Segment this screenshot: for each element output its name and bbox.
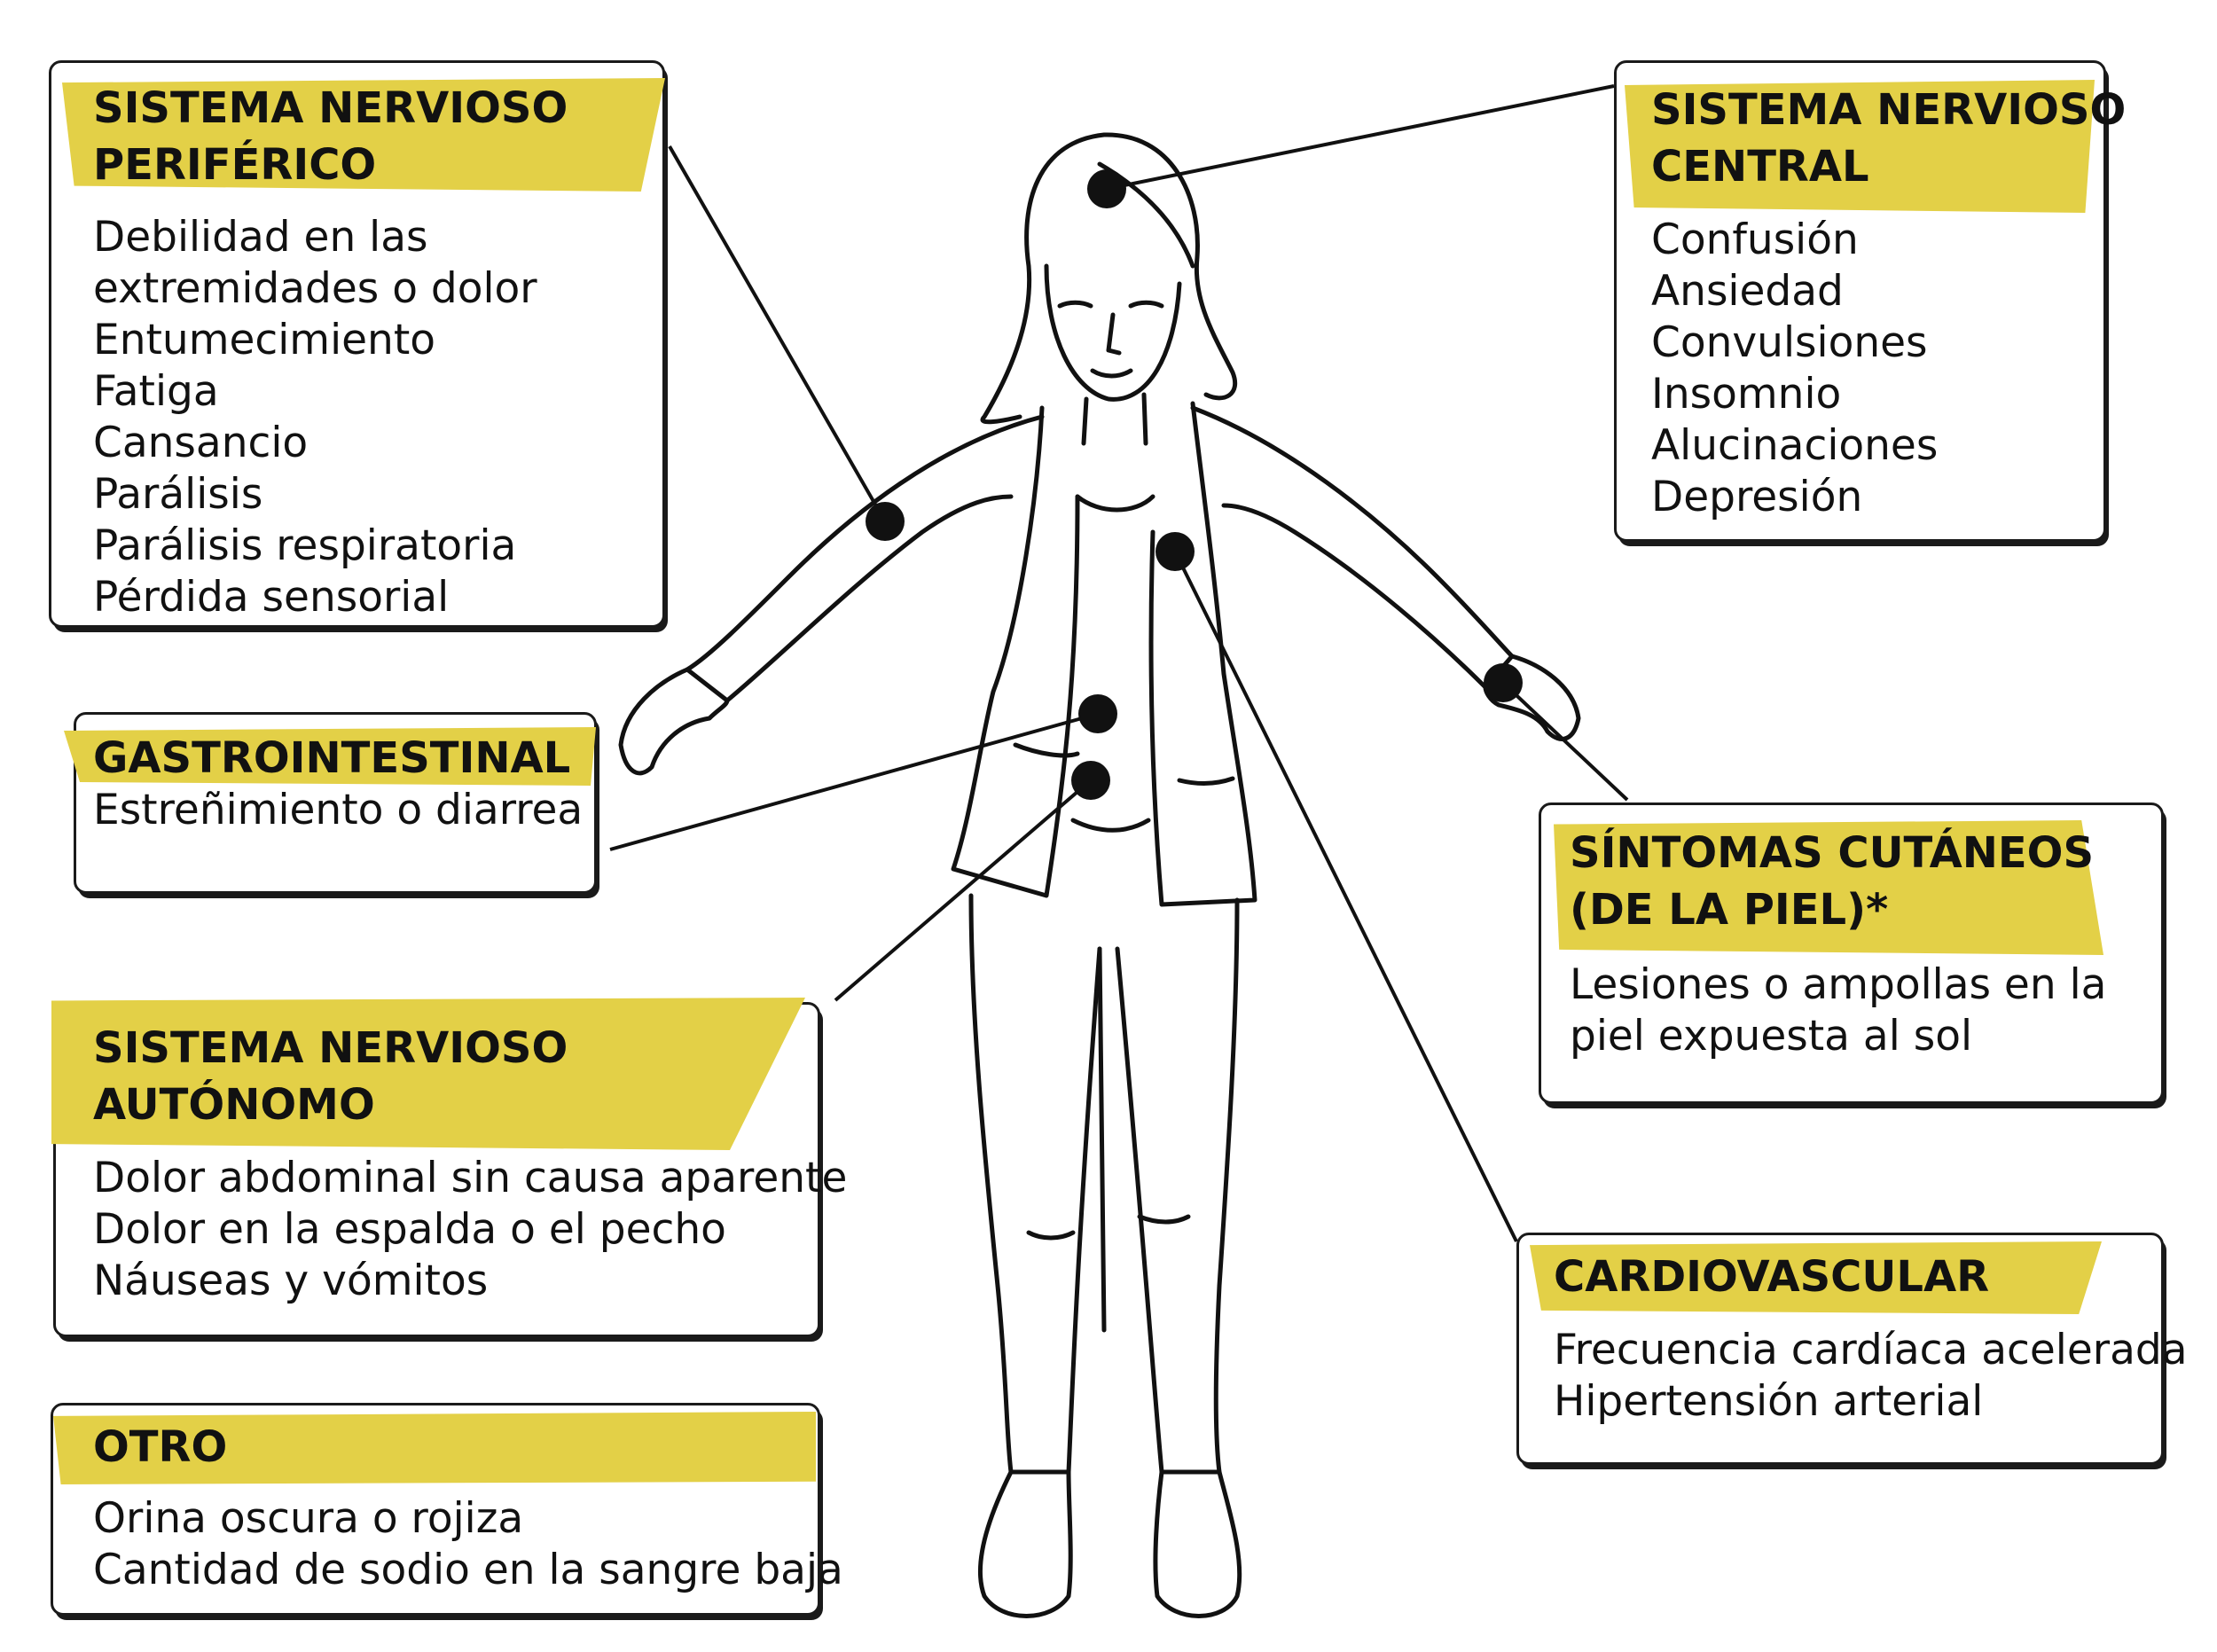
connector-central	[1106, 84, 1615, 191]
left-leg	[968, 893, 1102, 1475]
face-outline	[1044, 263, 1182, 402]
list-item: Parálisis	[93, 470, 263, 519]
left-arm	[685, 414, 1045, 703]
jacket-right	[1148, 401, 1257, 907]
dot-stomach	[1078, 694, 1117, 733]
list-item: Insomnio	[1651, 370, 1842, 419]
list-item: Náuseas y vómitos	[93, 1257, 489, 1305]
title-autonomic: SISTEMA NERVIOSO AUTÓNOMO	[93, 1023, 568, 1130]
list-item: piel expuesta al sol	[1570, 1012, 1973, 1061]
dot-arm	[866, 502, 905, 541]
dot-hand	[1484, 663, 1523, 702]
left-eye	[1057, 300, 1093, 309]
list-item: Convulsiones	[1651, 318, 1928, 367]
hair-outline	[980, 132, 1238, 425]
left-hand	[618, 667, 730, 776]
list-autonomic: Dolor abdominal sin causa aparente Dolor…	[93, 1153, 847, 1307]
list-item: Depresión	[1651, 473, 1863, 521]
list-peripheral: Debilidad en las extremidades o dolor En…	[93, 212, 537, 623]
jacket-left	[951, 405, 1080, 898]
list-item: Frecuencia cardíaca acelerada	[1554, 1326, 2188, 1374]
list-item: extremidades o dolor	[93, 264, 537, 313]
right-arm	[1190, 405, 1515, 690]
list-gastro: Estreñimiento o diarrea	[93, 785, 583, 836]
list-item: Cantidad de sodio en la sangre baja	[93, 1546, 843, 1594]
dot-abdomen	[1071, 761, 1110, 800]
highlight-autonomic	[51, 998, 805, 1150]
right-hand	[1483, 654, 1581, 741]
title-peripheral: SISTEMA NERVIOSO PERIFÉRICO	[93, 83, 568, 190]
list-item: Orina oscura o rojiza	[93, 1494, 524, 1543]
knee-right	[1137, 1214, 1191, 1225]
list-item: Cansancio	[93, 419, 309, 467]
list-item: Alucinaciones	[1651, 421, 1939, 470]
leg-seam	[1097, 946, 1107, 1333]
list-item: Dolor en la espalda o el pecho	[93, 1205, 726, 1254]
title-central: SISTEMA NERVIOSO CENTRAL	[1651, 85, 2127, 192]
list-item: Debilidad en las	[93, 213, 428, 262]
pocket-left	[1013, 742, 1080, 758]
title-other: OTRO	[93, 1422, 228, 1472]
right-foot	[1153, 1469, 1242, 1618]
list-item: Hipertensión arterial	[1554, 1377, 1984, 1426]
list-item: Parálisis respiratoria	[93, 521, 517, 570]
dot-chest	[1156, 532, 1195, 571]
list-other: Orina oscura o rojiza Cantidad de sodio …	[93, 1493, 843, 1596]
right-eye	[1128, 300, 1164, 309]
pocket-right	[1177, 776, 1235, 786]
highlight-central	[1625, 80, 2095, 213]
highlight-skin	[1554, 820, 2103, 955]
right-leg	[1115, 897, 1240, 1475]
title-gastro: GASTROINTESTINAL	[93, 733, 571, 783]
list-central: Confusión Ansiedad Convulsiones Insomnio…	[1651, 215, 1938, 523]
waist	[1070, 818, 1151, 833]
shirt	[1075, 494, 1156, 513]
list-item: Fatiga	[93, 367, 219, 416]
list-item: Pérdida sensorial	[93, 573, 450, 622]
connector-gastro	[609, 712, 1099, 851]
list-item: Lesiones o ampollas en la	[1570, 960, 2107, 1009]
highlight-other	[53, 1412, 816, 1484]
title-skin: SÍNTOMAS CUTÁNEOS (DE LA PIEL)*	[1570, 828, 2095, 935]
title-cardio: CARDIOVASCULAR	[1554, 1252, 1990, 1302]
highlight-gastro	[64, 727, 596, 786]
neck	[1081, 392, 1148, 446]
highlight-cardio	[1530, 1241, 2102, 1314]
connector-autonomic	[834, 779, 1093, 1002]
list-item: Ansiedad	[1651, 267, 1844, 316]
mouth	[1090, 368, 1133, 379]
list-cardio: Frecuencia cardíaca acelerada Hipertensi…	[1554, 1325, 2188, 1428]
list-item: Confusión	[1651, 215, 1859, 264]
connector-peripheral	[668, 145, 887, 522]
connector-cardio	[1173, 551, 1518, 1242]
list-item: Estreñimiento o diarrea	[93, 786, 584, 834]
list-skin: Lesiones o ampollas en la piel expuesta …	[1570, 959, 2106, 1062]
nose	[1106, 312, 1122, 356]
list-item: Entumecimiento	[93, 316, 436, 364]
dot-head	[1087, 169, 1126, 208]
left-foot	[977, 1469, 1073, 1618]
highlight-peripheral	[62, 78, 665, 192]
list-item: Dolor abdominal sin causa aparente	[93, 1154, 848, 1202]
knee-left	[1026, 1230, 1076, 1241]
connector-skin	[1501, 681, 1629, 802]
